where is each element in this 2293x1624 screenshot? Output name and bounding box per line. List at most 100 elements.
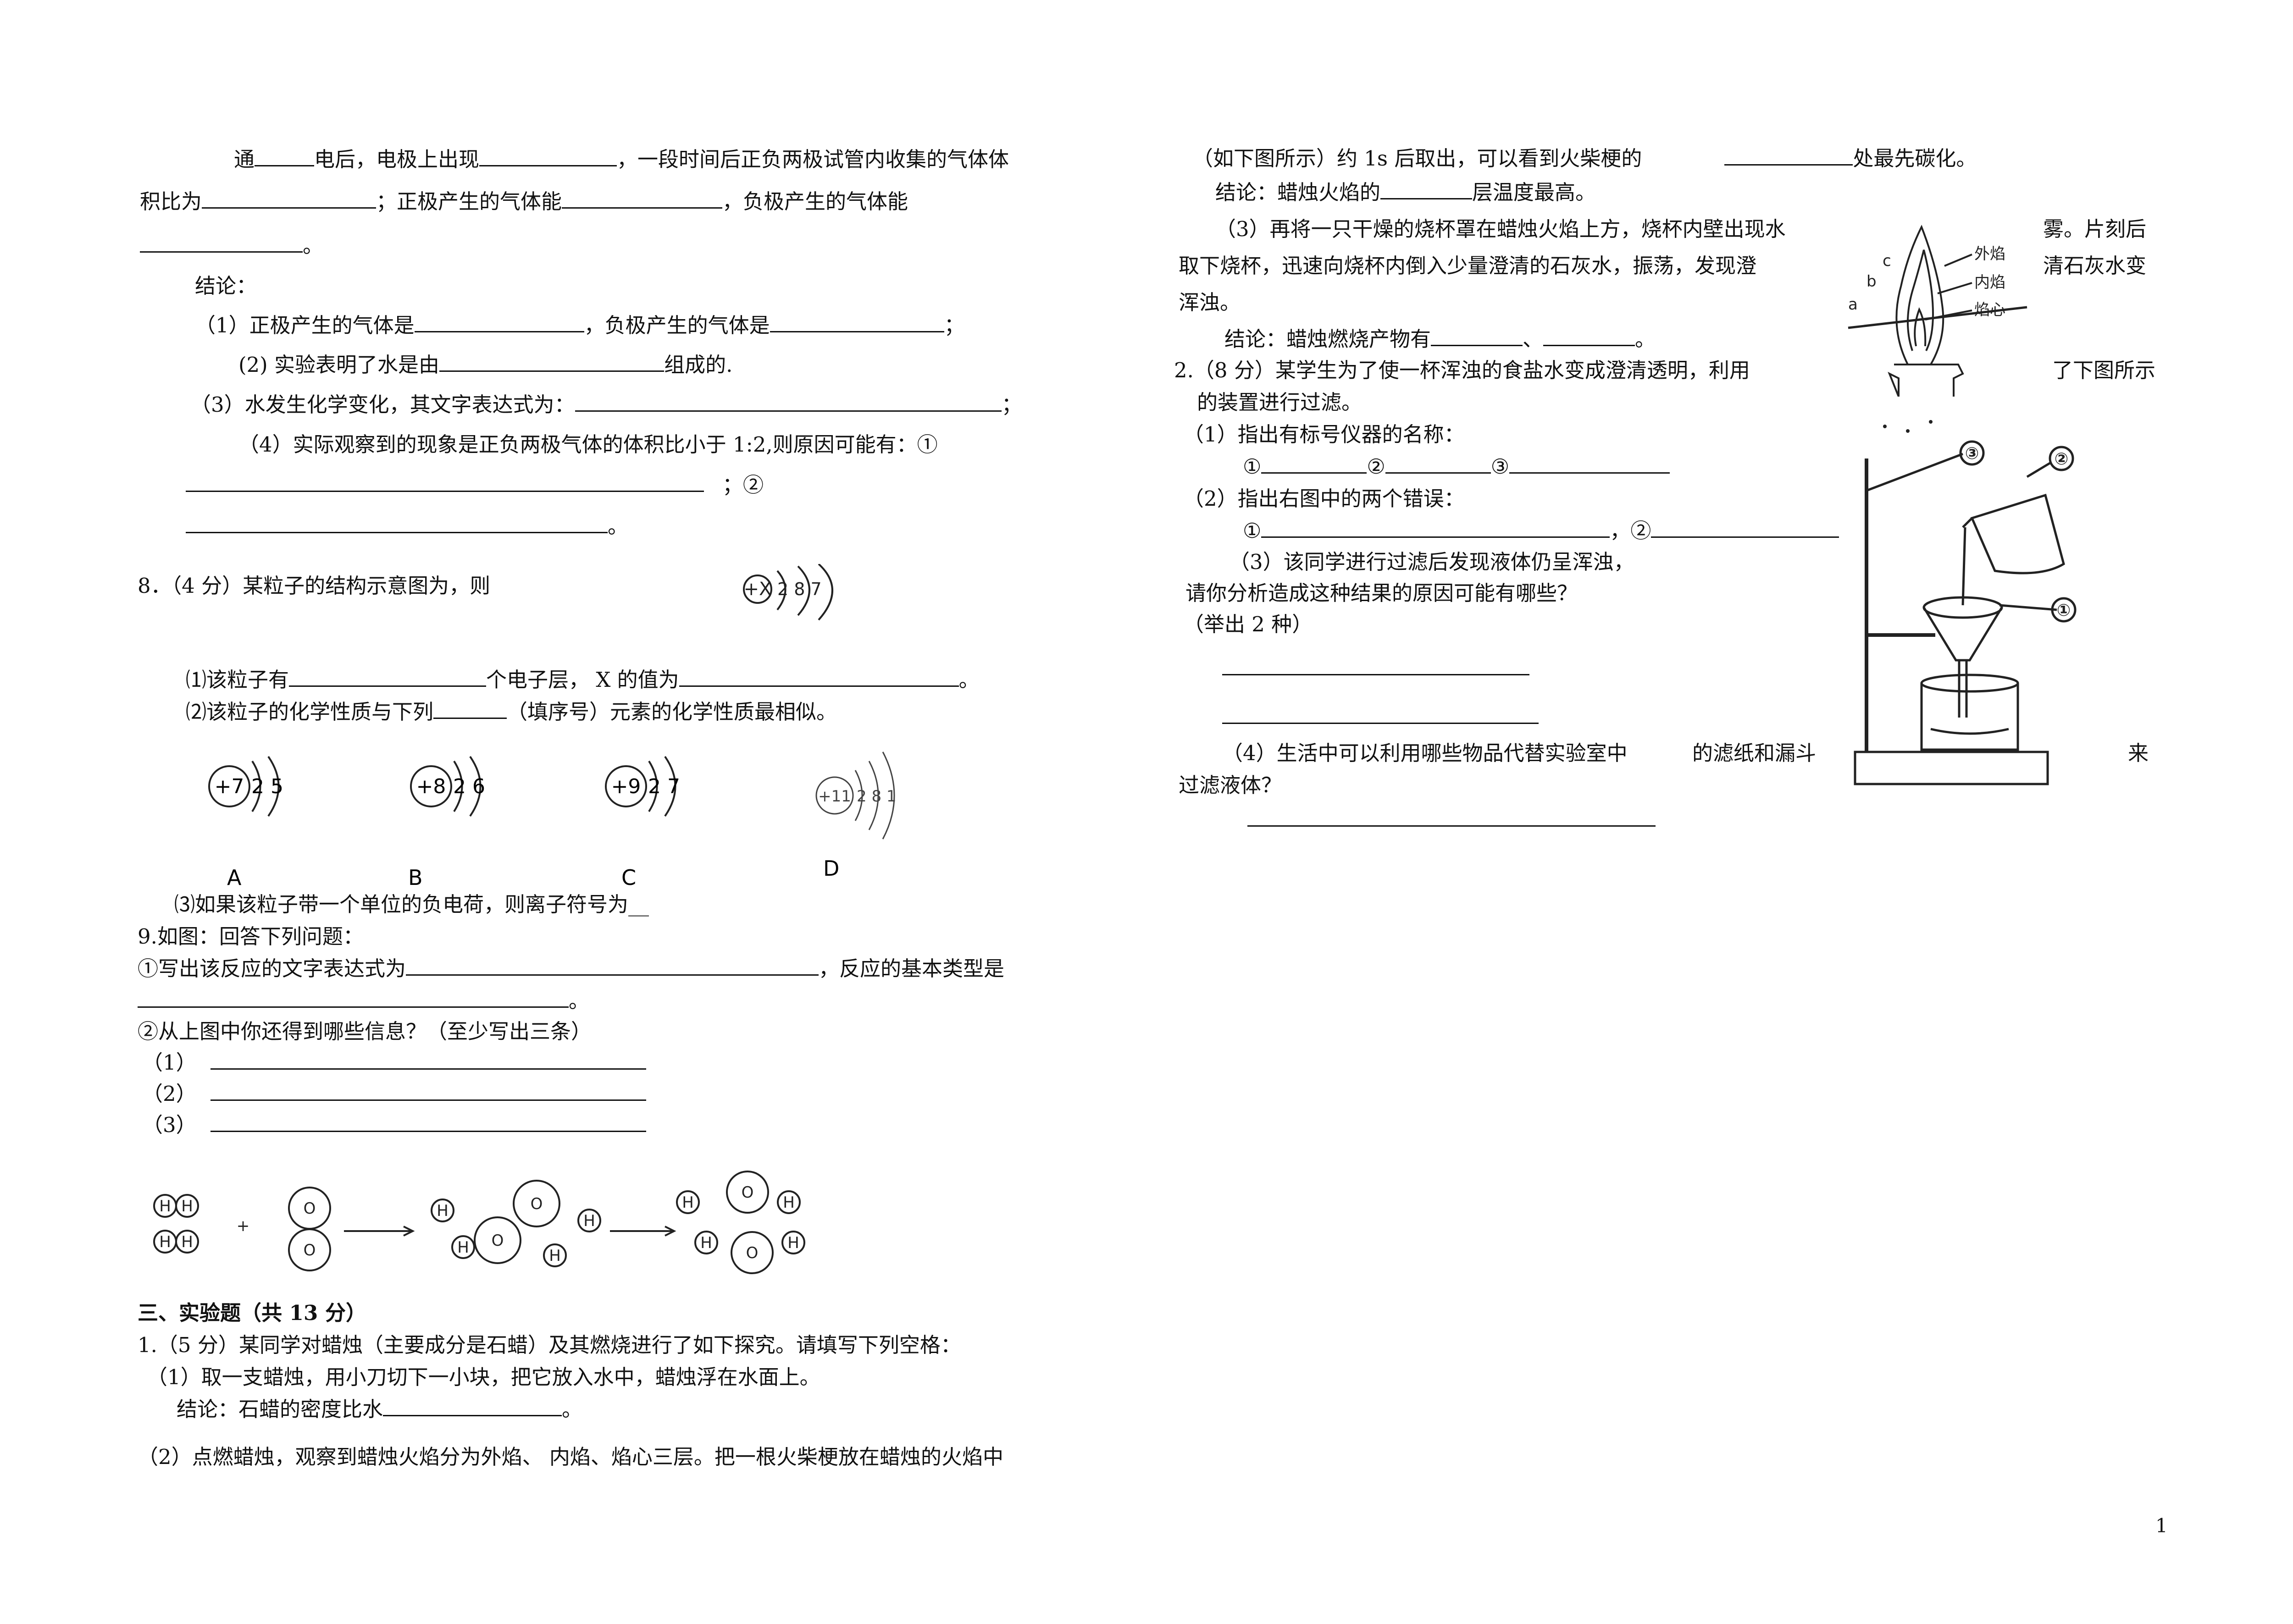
r-line-3: （3）再将一只干燥的烧杯罩在蜡烛火焰上方，烧杯内壁出现水 [1215, 217, 1786, 241]
blank[interactable] [1543, 326, 1635, 346]
svg-text:O: O [304, 1241, 316, 1259]
conclusion-1: （1）正极产生的气体是，负极产生的气体是； [195, 313, 965, 337]
svg-text:2 5: 2 5 [251, 775, 283, 798]
blank[interactable] [1261, 518, 1610, 538]
blank[interactable] [575, 392, 1002, 412]
blank[interactable] [1509, 454, 1670, 474]
svg-text:b: b [1867, 272, 1877, 291]
atom-b[interactable]: +8 2 6 B [408, 756, 485, 890]
svg-text:H: H [181, 1197, 193, 1215]
section-3-heading: 三、实验题（共 13 分） [138, 1301, 366, 1325]
nucleus-label: +X [744, 579, 772, 600]
q2-item-2: （2）指出右图中的两个错误： [1183, 486, 1465, 511]
atom-d[interactable]: +11 2 8 1 D [815, 751, 897, 881]
svg-text:①: ① [2057, 601, 2071, 620]
reaction-diagram: H H H H O O + H O H H O H H O H H O H [153, 1171, 805, 1274]
blank[interactable] [202, 189, 377, 209]
svg-text:O: O [304, 1199, 316, 1218]
svg-text:2 6: 2 6 [453, 775, 485, 798]
conclusion-label: 结论： [195, 274, 257, 298]
q9-item-1: （1） [142, 1050, 646, 1076]
q2-item-4d: 过滤液体？ [1179, 773, 1282, 797]
svg-text:H: H [159, 1197, 171, 1215]
svg-text:焰心: 焰心 [1974, 301, 2005, 319]
blank[interactable] [1380, 180, 1473, 199]
question-2-line-2: 的装置进行过滤。 [1197, 390, 1363, 414]
blank[interactable] [1431, 326, 1523, 346]
conclusion-4-line: ；② [186, 472, 764, 498]
blank[interactable] [1222, 656, 1529, 675]
svg-text:H: H [549, 1247, 561, 1265]
question-9: 9.如图：回答下列问题： [138, 924, 364, 949]
q2-item-4-line [1247, 807, 1656, 833]
blank[interactable] [383, 1397, 562, 1416]
experiment-1-step-2: （2）点燃蜡烛，观察到蜡烛火焰分为外焰、 内焰、焰心三层。把一根火柴梗放在蜡烛的… [138, 1445, 1003, 1469]
option-label: B [408, 865, 423, 890]
svg-text:H: H [437, 1202, 449, 1220]
svg-text:H: H [181, 1233, 193, 1251]
blank[interactable] [433, 699, 507, 719]
blank[interactable] [1247, 807, 1656, 827]
q2-item-3-line-2 [1222, 704, 1539, 730]
blank[interactable] [289, 667, 487, 687]
q2-item-3c: （举出 2 种） [1183, 612, 1313, 636]
svg-text:a: a [1848, 295, 1858, 314]
q2-item-2-blanks: ①，② [1243, 518, 1839, 544]
q2-item-4c: 来 [2128, 741, 2149, 765]
blank[interactable] [140, 233, 303, 253]
svg-text:H: H [457, 1238, 469, 1257]
conclusion-4: （4）实际观察到的现象是正负两极气体的体积比小于 1:2,则原因可能有：① [238, 432, 938, 457]
svg-text:+: + [237, 1217, 250, 1235]
blank[interactable] [1261, 454, 1367, 474]
svg-text:H: H [787, 1234, 799, 1252]
svg-text:2 7: 2 7 [648, 775, 680, 798]
blank[interactable] [562, 189, 723, 209]
svg-text:O: O [746, 1244, 759, 1262]
q8-part-1: ⑴该粒子有个电子层， X 的值为。 [186, 667, 980, 692]
atom-c[interactable]: +9 2 7 C [605, 756, 680, 890]
r-line-2: 结论：蜡烛火焰的层温度最高。 [1215, 180, 1596, 204]
blank[interactable] [1651, 518, 1839, 538]
r-line-5: 浑浊。 [1179, 290, 1241, 315]
blank[interactable] [414, 313, 584, 332]
shell-labels: 2 8 7 [777, 579, 822, 599]
atom-a[interactable]: +7 2 5 A [208, 756, 283, 890]
svg-text:+8: +8 [416, 775, 446, 798]
svg-text:H: H [700, 1234, 712, 1252]
blank[interactable] [479, 147, 617, 166]
experiment-1: 1.（5 分）某同学对蜡烛（主要成分是石蜡）及其燃烧进行了如下探究。请填写下列空… [138, 1333, 961, 1357]
blank[interactable] [210, 1081, 646, 1101]
svg-text:c: c [1883, 252, 1891, 270]
q2-item-4: （4）生活中可以利用哪些物品代替实验室中 [1222, 741, 1628, 765]
blank[interactable] [770, 313, 944, 332]
blank[interactable] [210, 1112, 646, 1132]
atom-structure-x: +X 2 8 7 [743, 564, 833, 621]
svg-text:+7: +7 [215, 775, 244, 798]
q2-item-1: （1）指出有标号仪器的名称： [1183, 422, 1465, 447]
blank[interactable] [138, 988, 569, 1008]
r-line-3b: 雾。片刻后 [2043, 217, 2147, 241]
conclusion-3: （3）水发生化学变化，其文字表达式为：； [190, 392, 1022, 417]
blank[interactable] [439, 352, 665, 372]
svg-text:H: H [583, 1212, 595, 1230]
svg-text:H: H [783, 1193, 795, 1212]
candle-flame-figure: 外焰 内焰 焰心 a b c [1848, 225, 2027, 397]
blank[interactable] [186, 472, 704, 492]
q9-part-2: ②从上图中你还得到哪些信息？（至少写出三条） [138, 1019, 592, 1044]
svg-text:O: O [531, 1195, 543, 1213]
blank[interactable] [1385, 454, 1491, 474]
blank[interactable] [210, 1050, 646, 1070]
blank[interactable] [406, 956, 819, 976]
blank[interactable] [1222, 704, 1539, 724]
r-line-4b: 清石灰水变 [2043, 254, 2147, 278]
r-line-6: 结论：蜡烛燃烧产物有、。 [1224, 326, 1656, 351]
blank[interactable] [1724, 146, 1853, 166]
q2-item-3-line-1 [1222, 656, 1529, 681]
line-3: 。 [140, 233, 323, 259]
question-8: 8．（4 分）某粒子的结构示意图为，则 [138, 574, 491, 598]
question-2b: 了下图所示 [2052, 358, 2156, 382]
blank[interactable] [186, 514, 608, 533]
blank[interactable] [255, 147, 315, 166]
blank[interactable] [679, 667, 959, 687]
